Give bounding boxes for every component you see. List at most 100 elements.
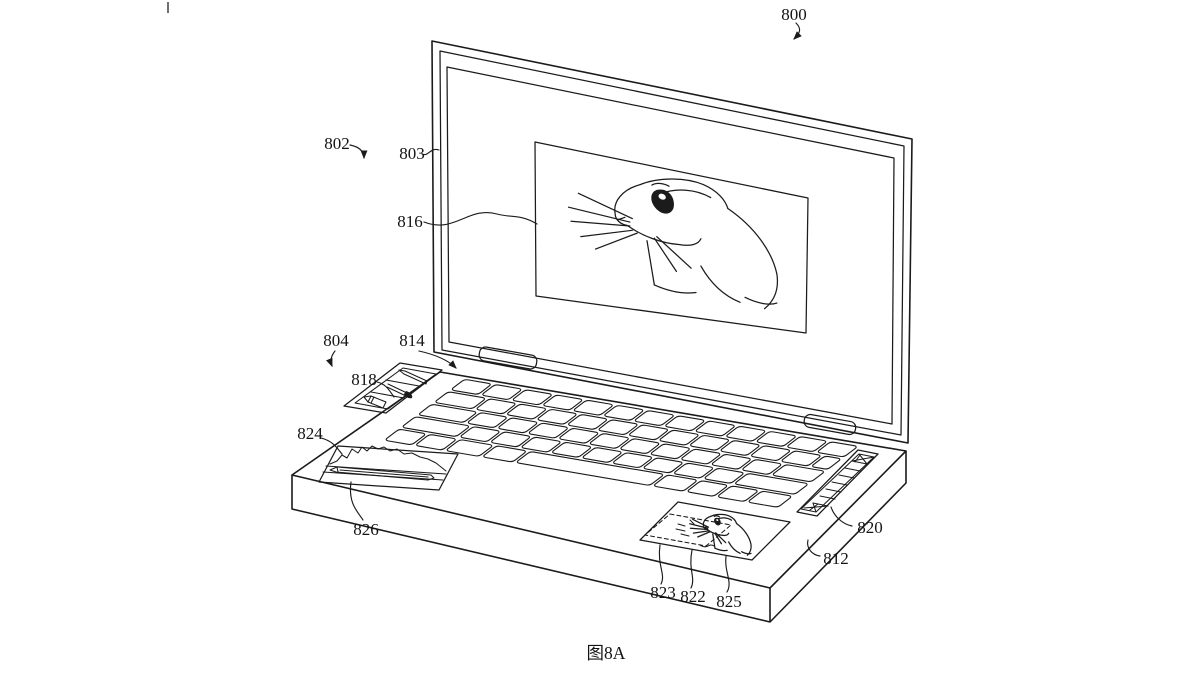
ref-label-802: 802	[324, 134, 350, 153]
screen-image-window	[534, 141, 809, 334]
leader-820	[830, 506, 853, 527]
keyboard-key	[551, 442, 592, 457]
bottom-touchpad	[639, 501, 791, 561]
keyboard-key	[589, 433, 630, 448]
selection-dashed-box	[644, 513, 732, 547]
marker-icon	[386, 383, 413, 399]
keyboard-key	[603, 405, 644, 420]
tool-strip-frame	[343, 362, 443, 414]
keyboard-key	[741, 459, 782, 474]
screen-bezel-opening	[446, 66, 895, 425]
leader-826	[349, 481, 364, 521]
reference-numerals: 800 802 803 816 804 814 818 824 826 820 …	[297, 5, 883, 611]
keyboard-key	[573, 400, 614, 415]
ref-label-814: 814	[399, 331, 425, 350]
ref-label-812: 812	[823, 549, 849, 568]
keyboard-key	[384, 429, 426, 445]
keyboard-key	[717, 486, 759, 502]
keyboard-key	[719, 440, 760, 455]
ref-label-800: 800	[781, 5, 807, 24]
keyboard-key	[481, 384, 522, 399]
ref-label-822: 822	[680, 587, 706, 606]
keyboard-key	[689, 435, 730, 450]
keyboard-key	[445, 440, 493, 457]
keyboard-key	[786, 436, 827, 451]
tool-strip-inner	[354, 367, 437, 410]
laptop-lid	[431, 40, 913, 444]
keyboard-key	[528, 423, 569, 438]
leader-822	[690, 549, 694, 589]
leader-814	[418, 350, 457, 369]
leader-lines	[320, 22, 853, 593]
keyboard-key	[451, 379, 492, 394]
keyboard-key	[482, 446, 527, 462]
keyboard-key	[418, 404, 478, 422]
rabbit-drawing-on-screen	[567, 157, 780, 313]
keyboard-key	[558, 428, 599, 443]
leader-802	[349, 144, 368, 160]
keyboard-key	[542, 395, 583, 410]
scroll-strip	[796, 449, 879, 517]
figure-caption: 图8A	[587, 643, 626, 663]
keyboard-key	[734, 473, 809, 494]
leader-812	[807, 539, 821, 557]
scroll-strip-rungs	[812, 460, 868, 507]
ref-label-825: 825	[716, 592, 742, 611]
stylus-marks	[675, 519, 695, 537]
keyboard-key	[434, 392, 486, 409]
ref-label-826: 826	[353, 520, 379, 539]
stylus	[329, 466, 435, 481]
keyboard-key	[642, 458, 683, 473]
keyboard-key	[490, 432, 531, 447]
keyboard-key	[686, 481, 728, 497]
keyboard-key	[780, 451, 821, 466]
ref-label-816: 816	[397, 212, 423, 231]
keyboard-key	[653, 475, 698, 491]
leader-803	[421, 148, 440, 156]
lid-edge-line	[439, 50, 905, 436]
ref-label-824: 824	[297, 424, 323, 443]
leader-824	[320, 437, 343, 455]
keyboard-key	[512, 390, 553, 405]
keyboard-key	[628, 425, 669, 440]
ref-label-823: 823	[650, 583, 676, 602]
keyboard-key	[475, 399, 516, 414]
keyboard-key	[664, 416, 705, 431]
lid-outer-outline	[431, 40, 913, 444]
keyboard-key	[817, 442, 858, 457]
keyboard-key	[459, 427, 500, 442]
keyboard-key	[467, 413, 508, 428]
crayon-icon	[363, 395, 387, 409]
keyboard-key	[506, 404, 547, 419]
ref-label-804: 804	[323, 331, 349, 350]
scroll-strip-hatch-bottom	[803, 502, 829, 513]
keyboard-key	[401, 417, 470, 437]
left-touchpad-outline	[318, 445, 459, 491]
ref-label-803: 803	[399, 144, 425, 163]
laptop-base	[291, 371, 907, 623]
keyboard-key	[695, 421, 736, 436]
ref-label-818: 818	[351, 370, 377, 389]
squiggle-mark	[699, 544, 715, 548]
keyboard-key	[619, 439, 660, 454]
hinge-bar-left	[478, 346, 538, 370]
pencil-icon	[398, 369, 428, 385]
keyboard-key	[415, 434, 457, 450]
keyboard-key	[673, 463, 714, 478]
ref-label-820: 820	[857, 518, 883, 537]
keyboard-key	[612, 453, 653, 468]
keyboard-key	[756, 431, 797, 446]
keyboard-key	[711, 454, 752, 469]
keyboard-key	[597, 420, 638, 435]
keyboard-key	[650, 444, 691, 459]
hinge-bar-right	[803, 413, 857, 436]
scroll-strip-hatch-top	[851, 453, 875, 465]
keyboard-key	[634, 410, 675, 425]
leader-816	[423, 212, 538, 226]
keyboard	[384, 379, 858, 507]
scroll-strip-frame	[796, 449, 879, 517]
keyboard-key	[811, 456, 842, 470]
leader-825	[725, 555, 730, 593]
rabbit-drawing-on-touchpad	[689, 507, 752, 557]
